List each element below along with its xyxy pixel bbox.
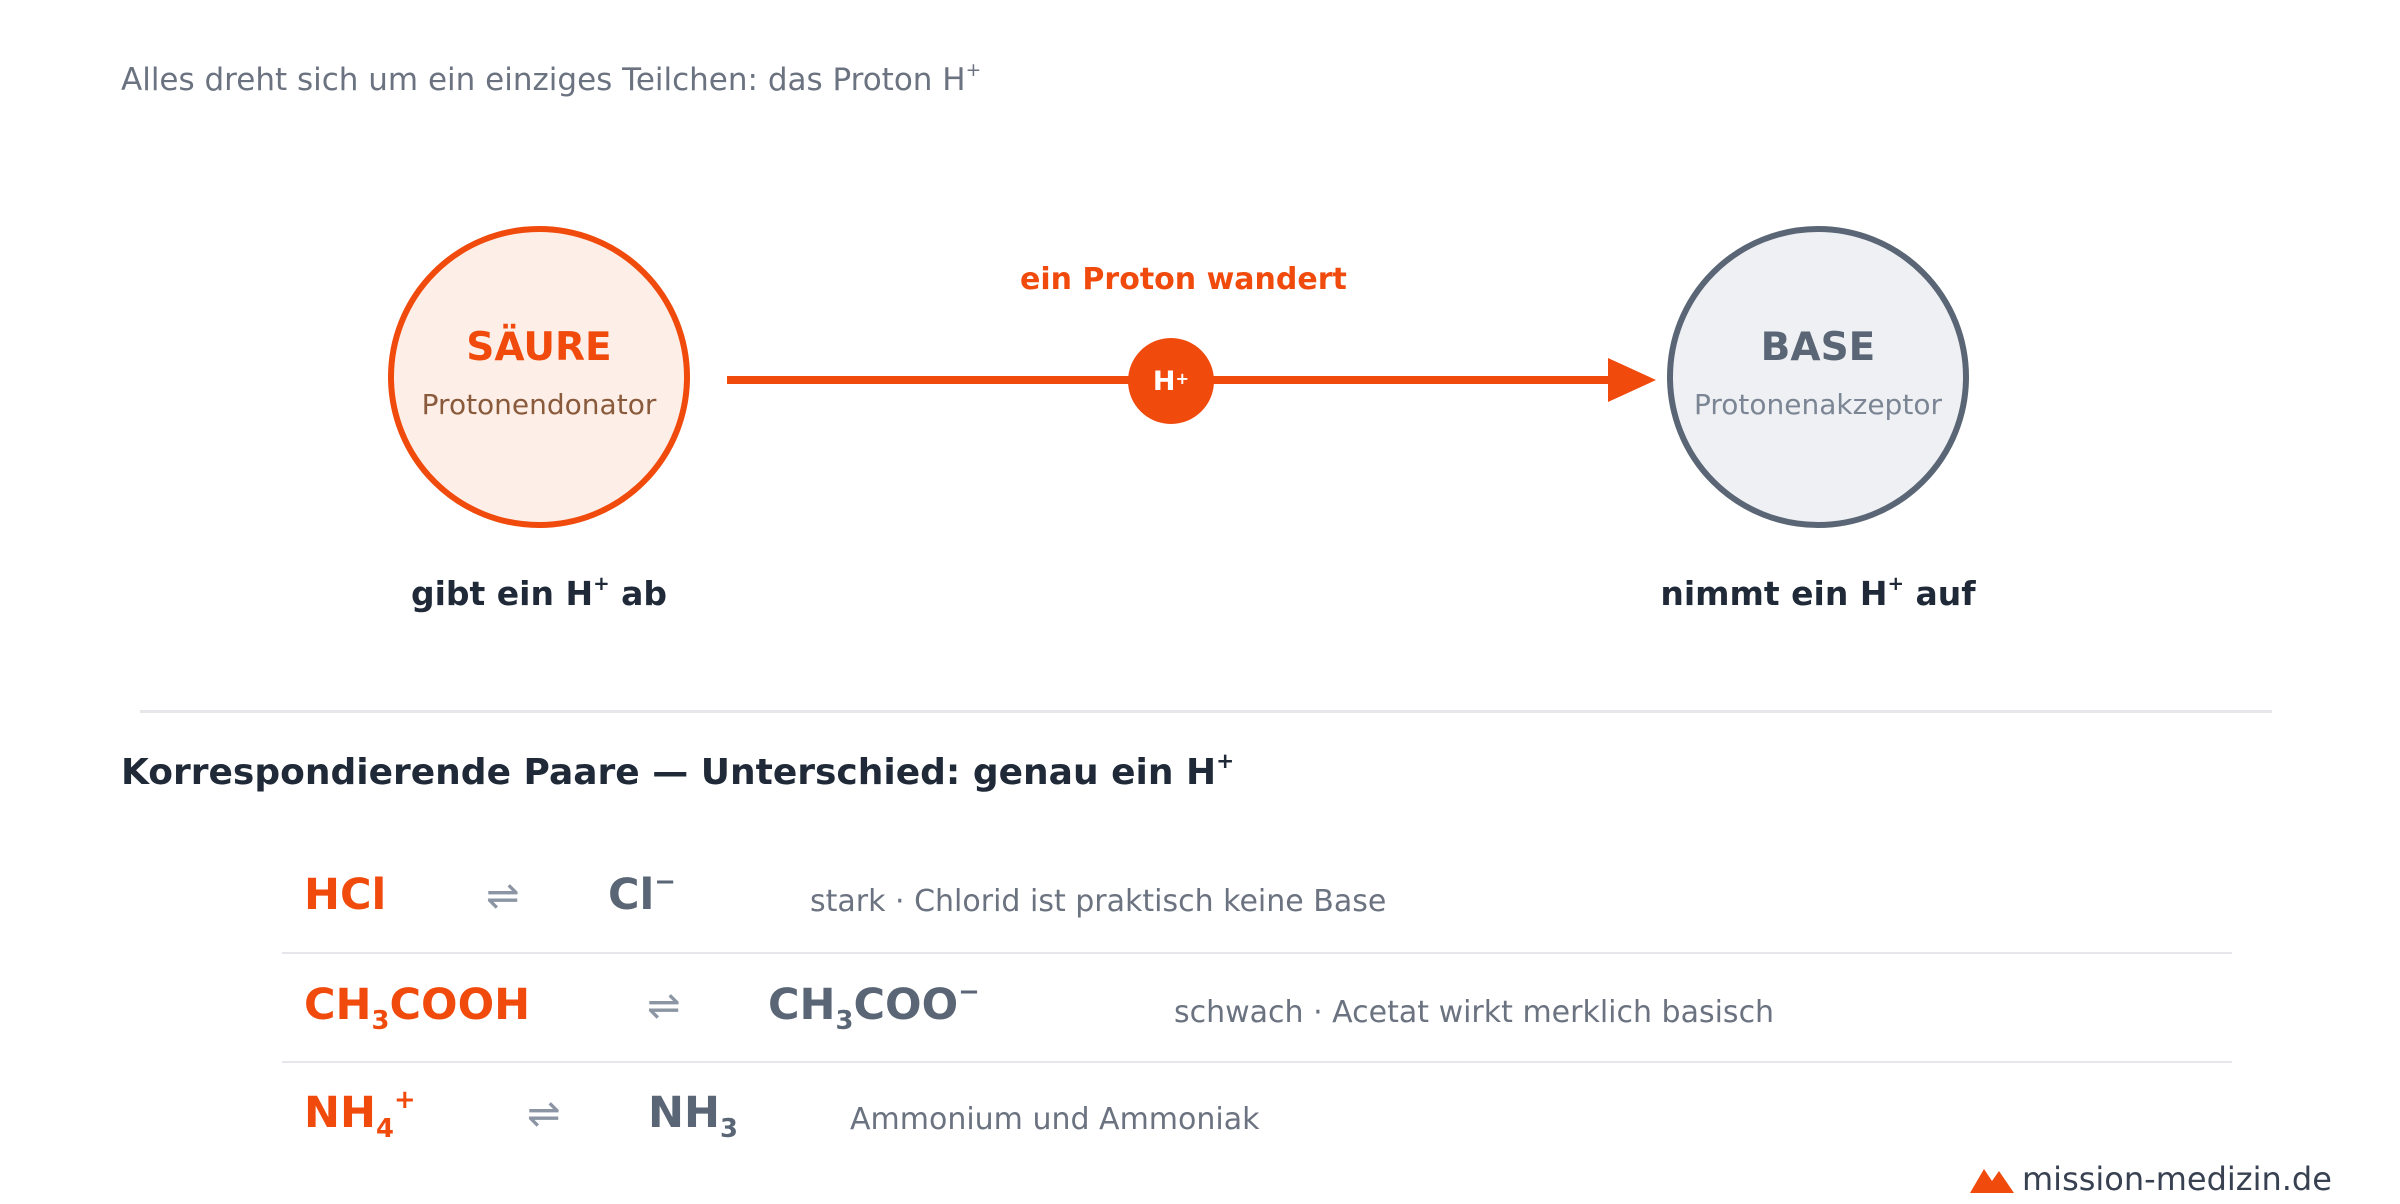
pair-acid: HCl <box>304 870 387 920</box>
intro-text: Alles dreht sich um ein einziges Teilche… <box>121 59 982 98</box>
brand-name: mission-medizin.de <box>2022 1160 2332 1198</box>
equilibrium-icon: ⇌ <box>486 873 520 919</box>
pair-base: CH3COO− <box>768 976 980 1036</box>
base-caption: nimmt ein H+ auf <box>1660 572 1976 613</box>
pair-acid: CH3COOH <box>304 980 531 1036</box>
equilibrium-icon: ⇌ <box>647 983 681 1029</box>
pair-row-hcl: HCl ⇌ Cl− stark · Chlorid ist praktisch … <box>282 846 2232 954</box>
base-circle: BASE Protonenakzeptor <box>1667 226 1969 528</box>
acid-title: SÄURE <box>466 325 612 370</box>
acid-subtitle: Protonendonator <box>421 388 657 421</box>
pair-note: stark · Chlorid ist praktisch keine Base <box>810 884 1387 919</box>
pair-row-ammonium: NH4+ ⇌ NH3 Ammonium und Ammoniak <box>282 1064 2232 1172</box>
row-divider <box>282 1061 2232 1063</box>
base-subtitle: Protonenakzeptor <box>1694 388 1942 421</box>
equilibrium-icon: ⇌ <box>527 1091 561 1137</box>
acid-caption: gibt ein H+ ab <box>410 572 668 613</box>
pair-base: Cl− <box>608 866 676 920</box>
pair-row-acetic: CH3COOH ⇌ CH3COO− schwach · Acetat wirkt… <box>282 955 2232 1063</box>
pairs-heading: Korrespondierende Paare — Unterschied: g… <box>121 748 1235 793</box>
pair-note: Ammonium und Ammoniak <box>850 1102 1260 1137</box>
row-divider <box>282 952 2232 954</box>
transfer-label: ein Proton wandert <box>1020 262 1347 297</box>
proton-badge: H+ <box>1128 338 1214 424</box>
pair-acid: NH4+ <box>304 1084 416 1144</box>
brand-logo: mission-medizin.de <box>1970 1160 2332 1198</box>
arrow-head-icon <box>1608 358 1656 402</box>
pair-note: schwach · Acetat wirkt merklich basisch <box>1174 995 1775 1030</box>
acid-circle: SÄURE Protonendonator <box>388 226 690 528</box>
mountain-icon <box>1970 1169 2014 1193</box>
base-title: BASE <box>1760 325 1876 370</box>
section-divider <box>140 710 2272 713</box>
pair-base: NH3 <box>648 1088 738 1144</box>
